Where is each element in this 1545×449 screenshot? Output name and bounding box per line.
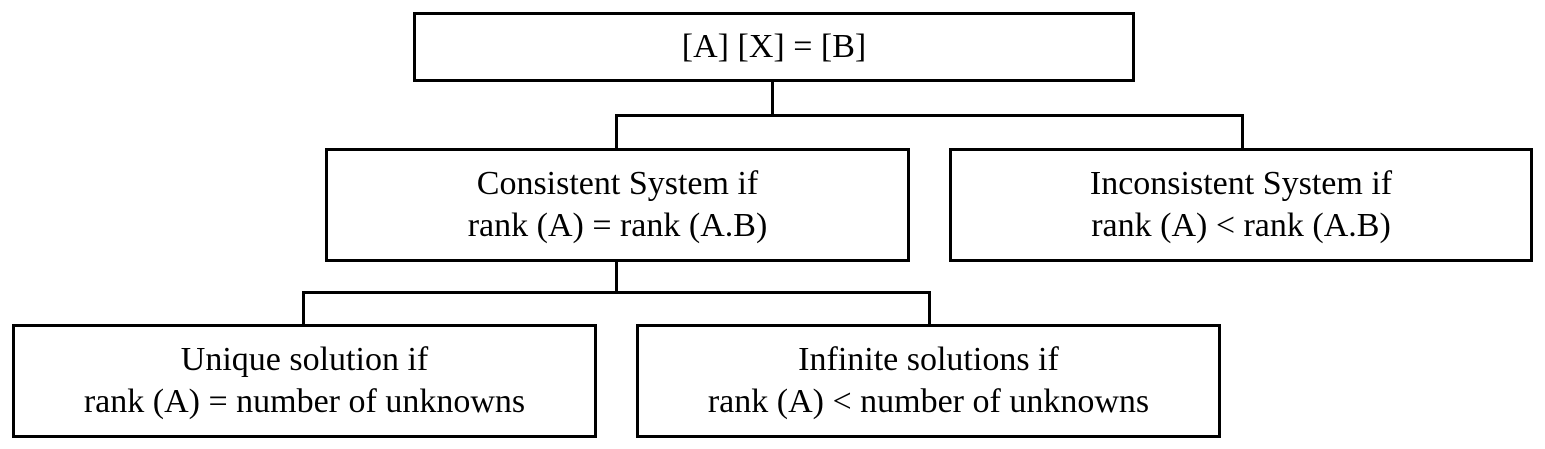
- unique-solution-box: Unique solution if rank (A) = number of …: [12, 324, 597, 438]
- connector-to-infinite: [928, 291, 931, 324]
- infinite-title: Infinite solutions if: [798, 341, 1059, 378]
- inconsistent-title: Inconsistent System if: [1089, 165, 1393, 202]
- connector-root-stem: [771, 82, 774, 117]
- consistent-system-box: Consistent System if rank (A) = rank (A.…: [325, 148, 910, 262]
- unique-title: Unique solution if: [180, 341, 429, 378]
- connector-to-consistent: [615, 114, 618, 148]
- equation-box: [A] [X] = [B]: [413, 12, 1135, 82]
- consistent-title: Consistent System if: [476, 165, 759, 202]
- inconsistent-condition: rank (A) < rank (A.B): [1091, 207, 1391, 244]
- infinite-condition: rank (A) < number of unknowns: [707, 383, 1150, 420]
- infinite-solutions-box: Infinite solutions if rank (A) < number …: [636, 324, 1221, 438]
- connector-to-inconsistent: [1241, 114, 1244, 148]
- consistent-condition: rank (A) = rank (A.B): [467, 207, 768, 244]
- unique-condition: rank (A) = number of unknowns: [83, 383, 526, 420]
- connector-level1-bar: [615, 114, 1244, 117]
- connector-consistent-stem: [615, 262, 618, 294]
- connector-to-unique: [302, 291, 305, 324]
- inconsistent-system-box: Inconsistent System if rank (A) < rank (…: [949, 148, 1533, 262]
- connector-level2-bar: [302, 291, 931, 294]
- equation-label: [A] [X] = [B]: [681, 28, 867, 65]
